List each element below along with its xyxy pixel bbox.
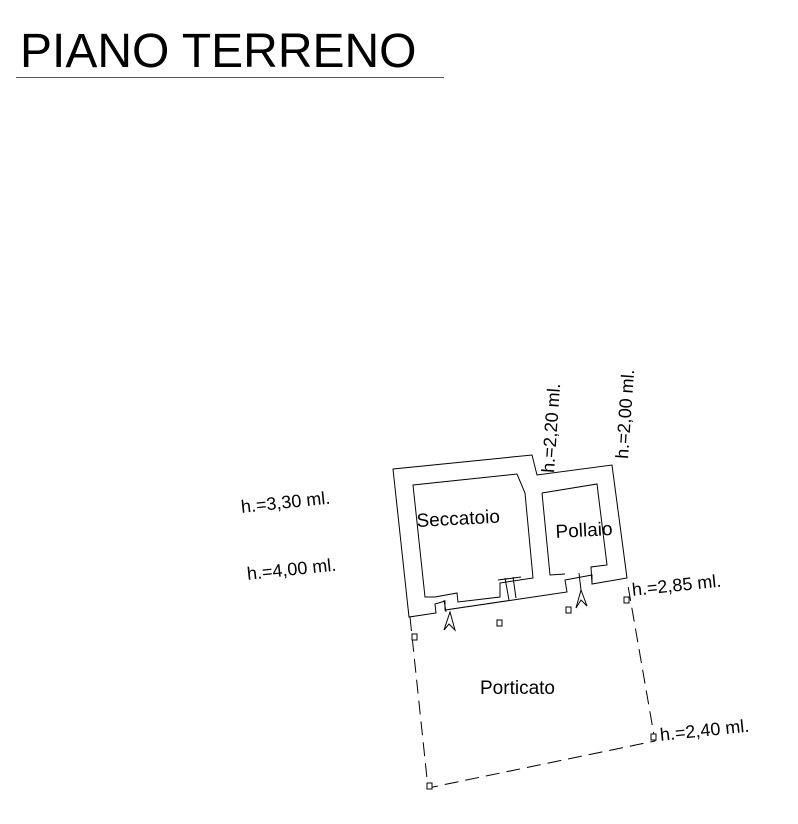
seccatoio-inner-wall (412, 473, 534, 603)
room-label-seccatoio: Seccatoio (416, 506, 501, 532)
title-underline (16, 77, 444, 78)
pollaio-inner-wall (541, 483, 608, 585)
porticato-outline (409, 579, 656, 789)
room-label-porticato: Porticato (480, 678, 555, 699)
entrance-arrow-icon (575, 588, 588, 609)
outer-wall (392, 454, 628, 618)
entrance-arrow-icon (443, 610, 456, 632)
room-label-pollaio: Pollaio (555, 519, 614, 543)
door-mark (443, 572, 582, 613)
pillars (411, 596, 657, 790)
page-title: PIANO TERRENO (20, 25, 417, 78)
